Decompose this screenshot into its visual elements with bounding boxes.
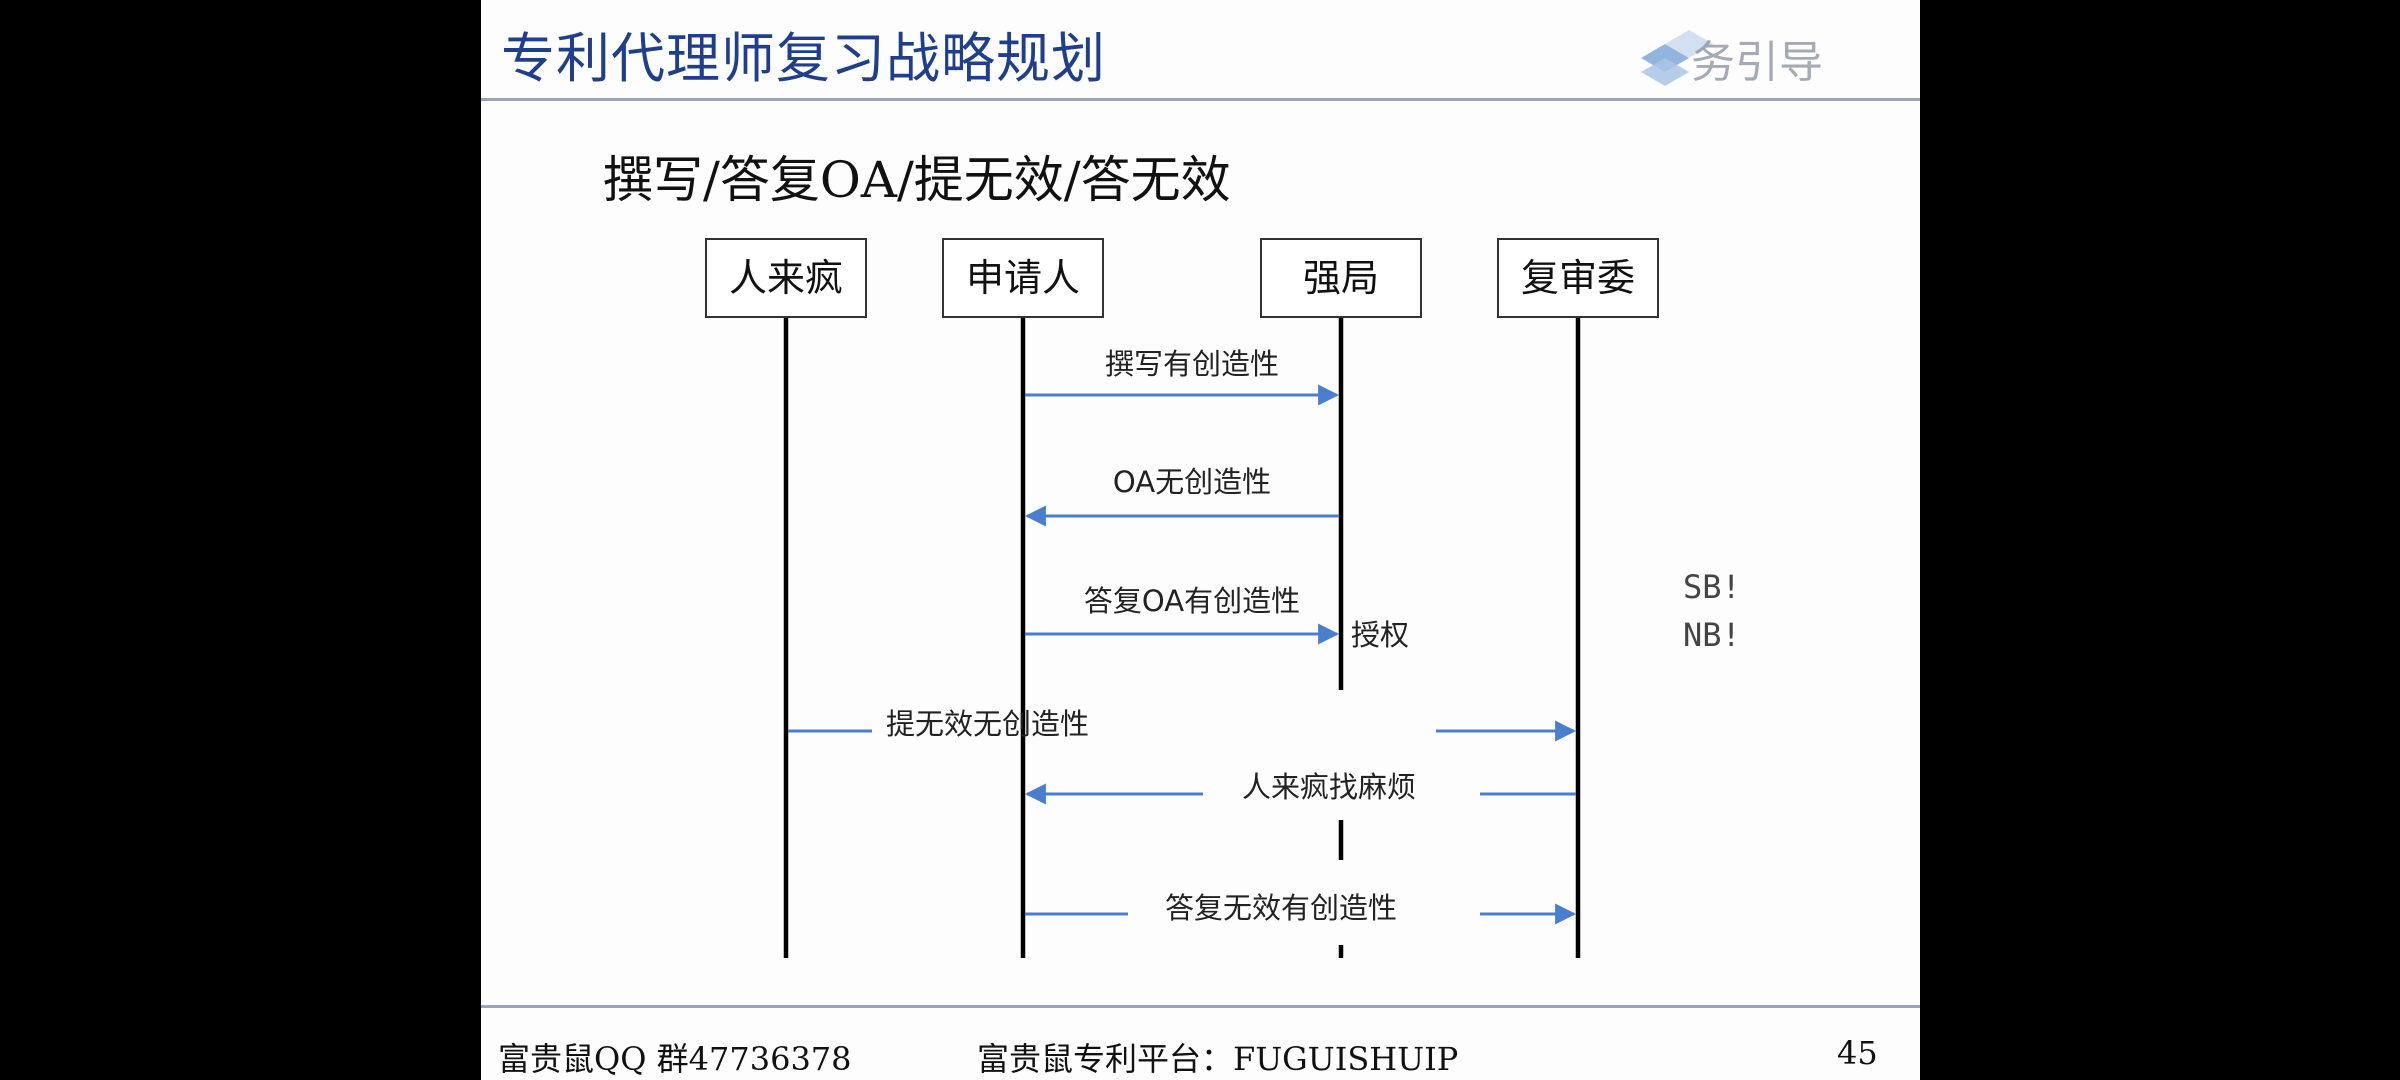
slide-title: 专利代理师复习战略规划 xyxy=(501,27,1106,90)
page-number: 45 xyxy=(1837,1034,1878,1072)
message-label: 提无效无创造性 xyxy=(886,707,1089,741)
message-label: 答复无效有创造性 xyxy=(1165,891,1397,925)
actor-label: 人来疯 xyxy=(729,256,843,300)
side-note: NB! xyxy=(1683,616,1741,654)
logo-text: 务引导 xyxy=(1691,37,1823,88)
actor-qiangju: 强局 xyxy=(1260,238,1422,318)
header-rule xyxy=(481,98,1920,101)
message-label: OA无创造性 xyxy=(1113,465,1271,499)
message-label: 撰写有创造性 xyxy=(1105,347,1279,381)
message-label: 答复OA有创造性 xyxy=(1084,584,1300,618)
slide: 专利代理师复习战略规划 务引导 撰写/答复OA/提无效/答无效 人来疯 申请人 xyxy=(481,0,1920,1080)
actor-fushenwei: 复审委 xyxy=(1497,238,1659,318)
actor-label: 申请人 xyxy=(966,256,1080,300)
grant-label: 授权 xyxy=(1351,618,1409,652)
actor-renlaifeng: 人来疯 xyxy=(705,238,867,318)
footer-rule xyxy=(481,1005,1920,1008)
footer-qq-group: 富贵鼠QQ 群47736378 xyxy=(498,1040,852,1078)
side-note: SB! xyxy=(1683,568,1741,606)
message-label: 人来疯找麻烦 xyxy=(1242,770,1416,804)
sequence-diagram: 人来疯 申请人 强局 复审委 撰写有创造性 OA无创造性 答复OA有创造性 授权… xyxy=(705,238,1741,958)
footer-platform: 富贵鼠专利平台：FUGUISHUIP xyxy=(977,1040,1459,1078)
actor-label: 强局 xyxy=(1303,256,1379,300)
slide-subtitle: 撰写/答复OA/提无效/答无效 xyxy=(603,151,1231,209)
actor-label: 复审委 xyxy=(1521,256,1635,300)
logo-icon xyxy=(1641,30,1713,86)
actor-shenqingren: 申请人 xyxy=(942,238,1104,318)
